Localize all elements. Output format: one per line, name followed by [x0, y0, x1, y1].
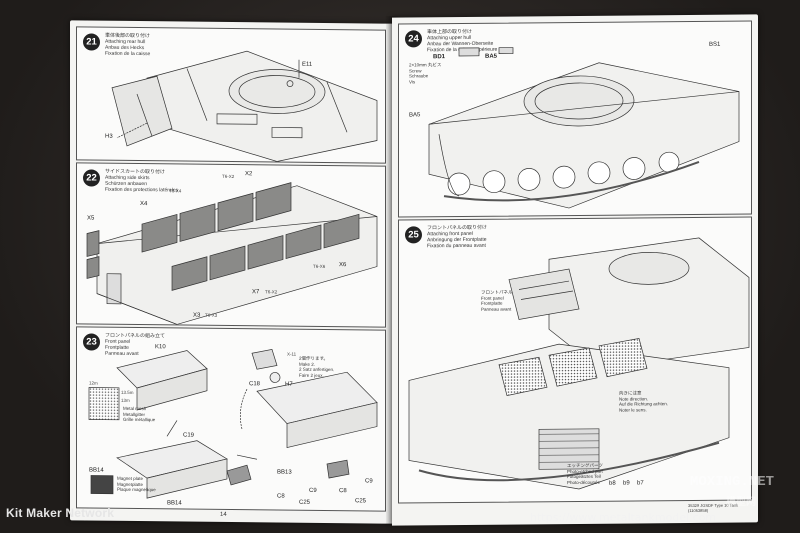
marking-t6-x6: T6-X6 — [313, 263, 326, 269]
step-24-panel: 24 車体上部の取り付け Attaching upper hull Anbau … — [398, 20, 752, 218]
part-label-h3: H3 — [105, 133, 113, 140]
marking-t6-x2: T6-X2 — [222, 173, 235, 180]
part-label-bb14-bottom: BB14 — [167, 500, 182, 507]
part-label-bs1: BS1 — [709, 41, 721, 48]
part-label-bb13: BB13 — [277, 469, 292, 476]
part-label-ba5-top: BA5 — [485, 53, 498, 60]
part-label-h7: H7 — [285, 381, 293, 388]
part-label-c8-right: C8 — [339, 488, 347, 495]
part-label-x3: X3 — [193, 312, 201, 319]
part-label-bb14: BB14 — [89, 467, 104, 474]
side-skirts-drawing — [86, 182, 378, 325]
part-label-x7: X7 — [252, 289, 260, 296]
step-21-panel: 21 車体後部の取り付け Attaching rear hull Anbau d… — [76, 26, 386, 164]
magnet-plate-note: Magnet plate Magnetplatte Plaque magnéti… — [117, 475, 156, 493]
step-23-panel: 23 フロントパネルの組み立て Front panel Frontplatte … — [76, 326, 386, 512]
part-label-c9: C9 — [309, 487, 317, 494]
instruction-page-left: 21 車体後部の取り付け Attaching rear hull Anbau d… — [70, 20, 392, 524]
marking-t6-x4: T6-X4 — [169, 188, 182, 194]
step-22-panel: 22 サイドスカートの取り付け Attaching side skirts Sc… — [76, 162, 386, 328]
front-panel-drawing — [88, 349, 378, 499]
etching-label: エッチングパーツ Photo-etched part Fotogeätztes … — [567, 462, 603, 485]
page-number: 14 — [220, 511, 227, 518]
front-panel-label: フロントパネル Front panel Frontplatte Panneau … — [481, 289, 513, 312]
metal-mesh-note: Metal mesh Metallgitter Grille métalliqu… — [123, 405, 156, 423]
marking-t6-x2-second: T6-X2 — [265, 289, 278, 295]
part-label-bd1: BD1 — [433, 54, 446, 61]
make-two-note: 2個作ります。 Make 2. 2 Satz anfertigen. Faire… — [299, 355, 335, 378]
screw-note: 2×10mm 丸ビス Screw Schraube Vis — [409, 62, 442, 84]
part-label-ba5: BA5 — [409, 112, 421, 119]
mesh-dim-1: 12m — [89, 380, 98, 386]
part-label-c8: C8 — [277, 493, 285, 500]
part-label-b9: b9 — [623, 480, 630, 487]
rear-hull-drawing — [111, 50, 378, 162]
upper-hull-drawing — [428, 47, 740, 209]
part-label-b7: b7 — [637, 480, 644, 487]
watermark-moxing: MOXING.NET — [690, 474, 775, 490]
x-label: X-11 — [287, 351, 297, 357]
mesh-dim-2: 13.5m — [121, 389, 134, 395]
watermark-moxing-cn: 模型网 — [726, 497, 756, 508]
part-label-c25-right: C25 — [355, 498, 367, 505]
instruction-page-right: 24 車体上部の取り付け Attaching upper hull Anbau … — [392, 14, 758, 526]
part-label-c18: C18 — [249, 381, 261, 388]
part-label-c19: C19 — [183, 432, 195, 439]
step-25-panel: 25 フロントパネルの取り付け Attaching front panel An… — [398, 216, 752, 504]
part-label-x5: X5 — [87, 215, 95, 222]
part-label-c25: C25 — [299, 499, 311, 506]
mesh-dim-3: 13m — [121, 397, 130, 403]
watermark-kitmaker: Kit Maker Network — [6, 506, 115, 520]
front-panel-attach-drawing — [408, 237, 750, 490]
part-label-k10: K10 — [155, 344, 166, 351]
part-label-x6: X6 — [339, 262, 347, 269]
watermark-url: https://www.metaltankmodel.com — [530, 511, 717, 524]
part-label-c9-right: C9 — [365, 478, 373, 485]
direction-note: 向きに注意 Note direction. Auf die Richtung a… — [619, 390, 669, 413]
marking-t6-x3: T6-X3 — [205, 312, 218, 318]
part-label-e11: E11 — [302, 61, 313, 68]
part-label-x4: X4 — [140, 201, 148, 208]
part-label-b8: b8 — [609, 480, 616, 487]
part-label-x2: X2 — [245, 171, 253, 178]
